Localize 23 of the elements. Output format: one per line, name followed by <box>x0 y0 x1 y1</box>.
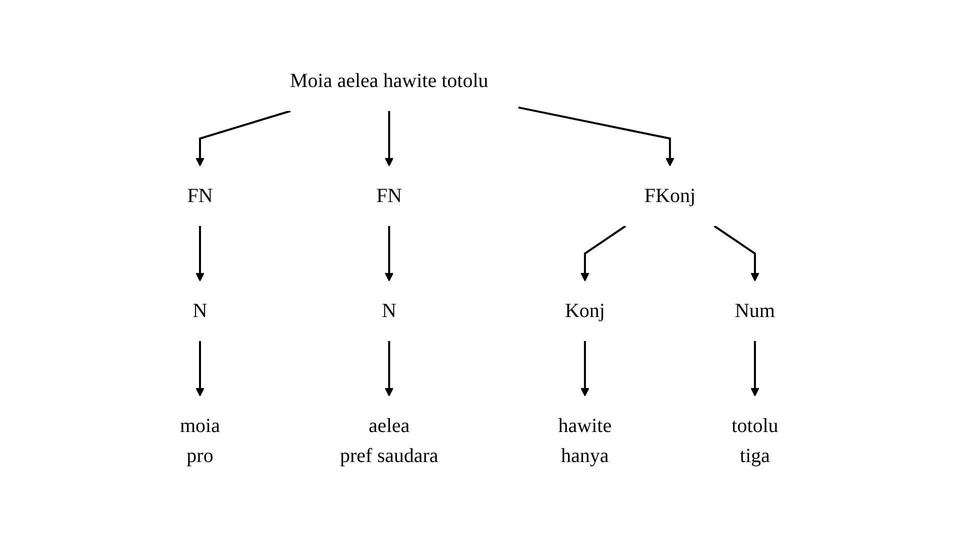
node-text: Num <box>734 300 775 322</box>
node-text: Moia aelea hawite totolu <box>290 70 488 92</box>
node-text: hawite hanya <box>558 415 612 467</box>
node-text: Konj <box>564 300 605 322</box>
arrow <box>384 111 394 166</box>
arrow <box>580 341 590 396</box>
arrow <box>518 106 674 166</box>
arrow <box>195 110 291 166</box>
arrow <box>750 341 760 396</box>
node-text: moia pro <box>180 415 220 467</box>
node-text: N <box>382 300 396 322</box>
arrow <box>384 226 394 282</box>
arrow <box>580 225 626 282</box>
node-text: totolu tiga <box>731 415 778 467</box>
arrow <box>195 226 204 282</box>
node-text: FN <box>187 185 213 207</box>
node-text: N <box>192 300 208 322</box>
node-text: FKonj <box>644 185 696 207</box>
arrow <box>714 225 760 282</box>
node-text: FN <box>376 185 402 207</box>
node-text: aelea pref saudara <box>340 415 438 467</box>
arrow <box>195 341 204 396</box>
arrow <box>384 341 394 396</box>
